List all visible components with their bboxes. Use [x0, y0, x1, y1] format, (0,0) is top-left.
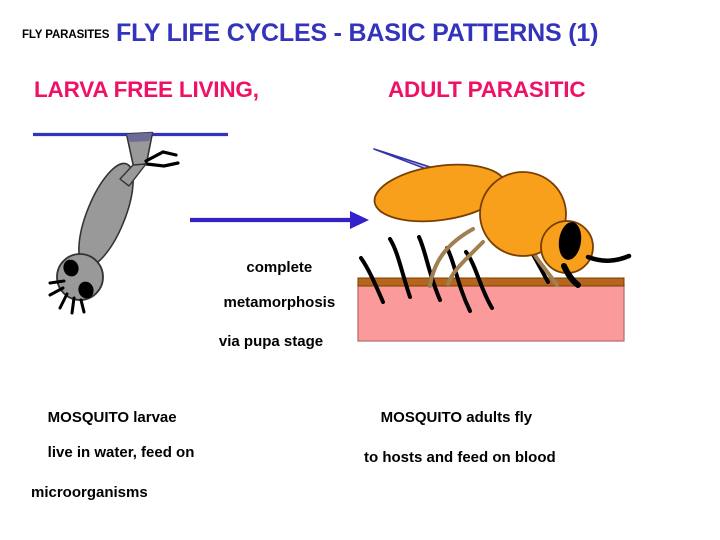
larva-siphon-flare	[126, 132, 153, 142]
adult-eye	[558, 222, 582, 260]
subtitle-larva: LARVA FREE LIVING,	[34, 77, 259, 102]
caption-adult-line1: MOSQUITO adults fly	[380, 408, 533, 426]
caption-larva-line2: live in water, feed on	[47, 444, 195, 462]
adult-proboscis	[561, 263, 581, 288]
caption-adult-line2: to hosts and feed on blood	[364, 449, 556, 467]
arrow-caption: complete metamorphosis via pupa stage	[196, 241, 346, 387]
larva-eye-upper	[63, 259, 79, 277]
skin-dermis	[357, 283, 625, 342]
larva-siphon-bristles	[144, 150, 180, 168]
subtitle-adult: ADULT PARASITIC	[388, 77, 586, 102]
adult-illustration	[357, 148, 632, 342]
larva-neck	[119, 163, 147, 187]
skin-surface-layer	[357, 277, 625, 287]
caption-larva-line3: microorganisms	[31, 484, 148, 502]
adult-leg-middle	[446, 240, 485, 286]
larva-eye-lower	[78, 281, 94, 299]
arrow-caption-line1: complete	[246, 258, 313, 276]
page-title: FLY LIFE CYCLES - BASIC PATTERNS (1)	[116, 19, 599, 47]
caption-larva: MOSQUITO larvae live in water, feed on m…	[31, 391, 194, 538]
larva-illustration	[33, 131, 228, 315]
caption-larva-line1: MOSQUITO larvae	[47, 408, 177, 426]
caption-adult: MOSQUITO adults fly to hosts and feed on…	[364, 391, 556, 502]
adult-antenna	[585, 253, 632, 263]
larva-mouth-bristles	[48, 279, 86, 315]
arrow-caption-line2: metamorphosis	[223, 294, 336, 312]
arrow-caption-line3: via pupa stage	[218, 333, 324, 351]
adult-leg-front	[428, 227, 475, 288]
kicker-label: FLY PARASITES	[22, 29, 110, 41]
metamorphosis-arrow	[190, 211, 369, 229]
arrow-head-icon	[350, 211, 369, 229]
